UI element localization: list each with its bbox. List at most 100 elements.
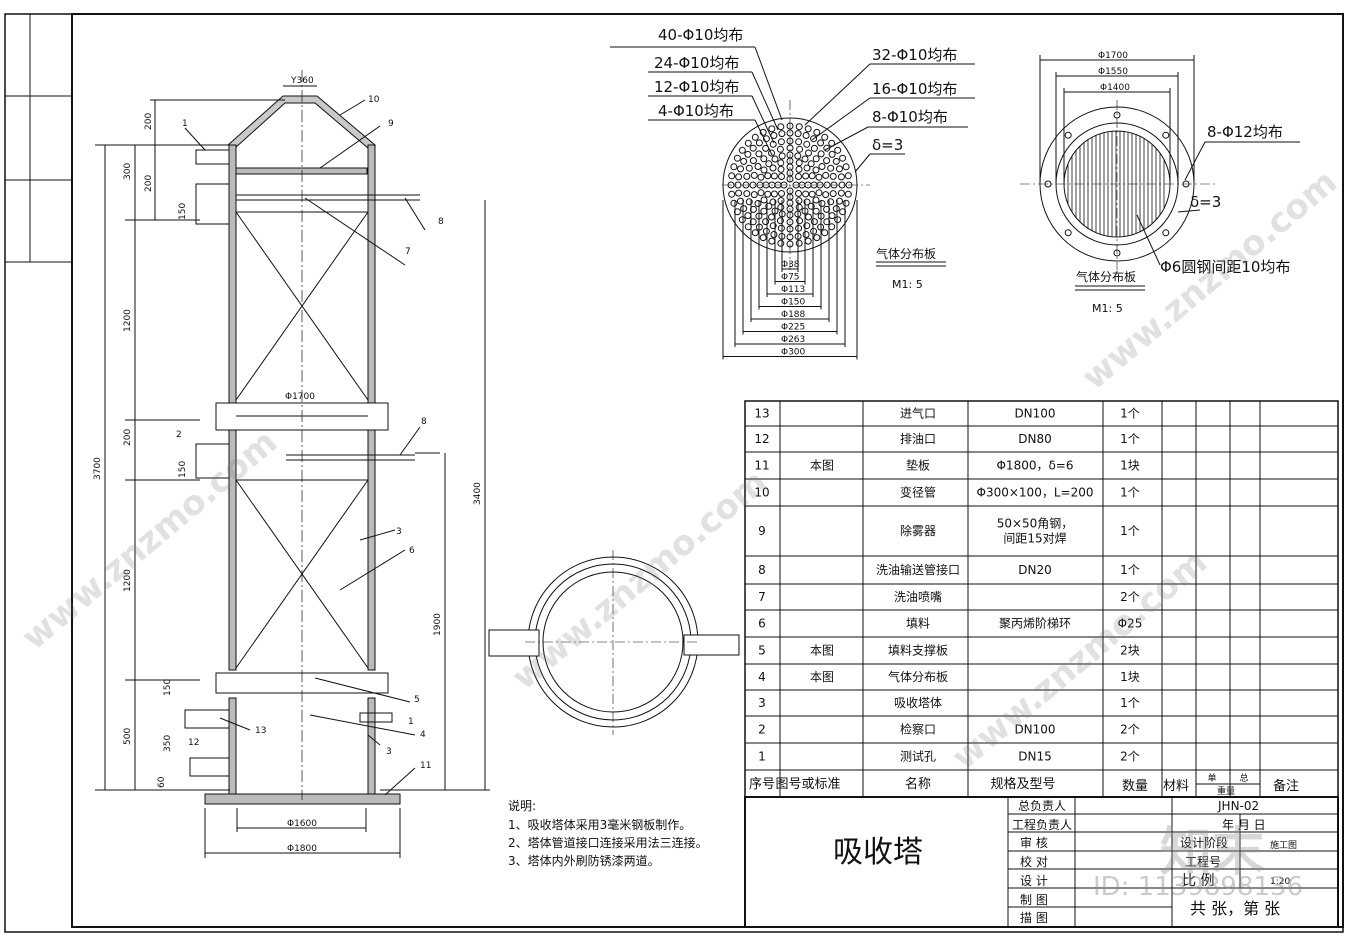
plate1-hole: [818, 200, 826, 207]
plate1-hole: [768, 237, 776, 245]
callout-2: 2: [176, 430, 182, 440]
nozzle-right-1: [359, 712, 393, 723]
plate1-hole: [845, 181, 853, 189]
bom-cell: 12: [754, 432, 769, 446]
plate2-thickness: δ=3: [1190, 193, 1221, 211]
plate1-hole: [777, 197, 785, 205]
drawing-number: JHN-02: [1217, 799, 1259, 813]
inner-frame: [71, 13, 1344, 928]
plate1-hole: [777, 138, 785, 146]
drawing-title: 吸收塔: [833, 835, 923, 870]
bom-cell: DN100: [1014, 723, 1055, 737]
plate1-hole: [733, 208, 741, 216]
dim-left-11: 500: [123, 728, 133, 745]
plate1-hole: [803, 164, 811, 172]
plate1-hole: [786, 211, 794, 219]
plate1-hole: [817, 150, 825, 158]
plate1-hole: [795, 190, 802, 197]
dim-total-left: 3700: [93, 457, 103, 480]
bom-cell: 3: [758, 696, 766, 710]
plate1-hole: [810, 135, 818, 143]
bom-header-cell: 重量: [1217, 785, 1235, 797]
plate1-dim-text: Φ113: [781, 285, 805, 295]
plate1-hole: [745, 198, 753, 206]
plate1-hole: [744, 223, 752, 231]
bom-cell: DN80: [1018, 432, 1052, 446]
bom-header-cell: 名称: [905, 776, 931, 792]
bom-cell: 聚丙烯阶梯环: [999, 617, 1071, 631]
tb-role-1: 总负责人: [1018, 799, 1066, 813]
dim-left-4: 150: [178, 203, 188, 220]
notes: 说明: 1、吸收塔体采用3毫米钢板制作。 2、塔体管道接口连接采用法三连接。 3…: [508, 798, 708, 868]
plate1-hole: [749, 205, 757, 213]
plate1-hole: [818, 163, 826, 170]
plate1-hole: [828, 212, 836, 220]
plate1-hole: [823, 157, 831, 165]
bom-cell: 7: [758, 590, 766, 604]
plate1-hole: [795, 173, 802, 180]
plate1-hole: [742, 181, 750, 189]
callout-8a: 8: [438, 217, 444, 227]
plate1-hole-40: 40-Φ10均布: [658, 26, 743, 44]
plate1-hole: [801, 155, 809, 163]
plate1-hole: [765, 202, 773, 210]
bom-header-cell: 单: [1207, 772, 1216, 784]
tb-scale-value: 1:20: [1270, 877, 1290, 887]
plate1-hole: [757, 173, 765, 181]
plate1-hole: [813, 234, 821, 242]
plate1-dim-text: Φ75: [781, 273, 800, 283]
plate1-hole: [802, 190, 810, 198]
bom-cell: 1个: [1120, 486, 1140, 500]
plate2-dim-1550: Φ1550: [1098, 67, 1128, 77]
plate1-dim-text: Φ38: [781, 260, 800, 270]
plate1-hole: [795, 239, 803, 247]
plate1-hole-12: 12-Φ10均布: [654, 78, 739, 96]
plate1-hole: [786, 144, 794, 152]
plate1-hole: [786, 225, 794, 233]
left-wall-low: [228, 697, 237, 795]
plate1-hole: [727, 181, 735, 189]
plate1-hole: [762, 135, 770, 143]
bom-cell: 1个: [1120, 407, 1140, 421]
dim-left-3: 200: [144, 175, 154, 192]
bom-cell: 填料: [906, 617, 930, 631]
plate1-hole: [777, 239, 785, 247]
plate1-hole-32: 32-Φ10均布: [872, 46, 957, 64]
dim-left-9: 150: [163, 679, 173, 696]
plate1-hole: [821, 229, 829, 237]
plate1-hole: [770, 190, 778, 198]
plate1-hole: [754, 163, 762, 170]
dim-left-5: 1200: [123, 309, 133, 332]
plate1-hole: [829, 172, 837, 180]
plate1-hole: [744, 150, 752, 158]
dim-left-12: 60: [157, 776, 167, 788]
plate1-hole: [759, 128, 767, 136]
bom-cell: 1块: [1120, 459, 1140, 473]
plate1-hole: [764, 190, 772, 198]
plate1-hole: [778, 173, 785, 180]
bom-cell: 排油口: [900, 432, 936, 446]
plate1-hole: [823, 205, 831, 213]
plate1-thickness: δ=3: [872, 136, 903, 154]
plate2-bars-label: Φ6圆钢间距10均布: [1160, 258, 1290, 276]
bom-cell: Φ300×100，L=200: [977, 486, 1094, 500]
plate1-hole: [803, 198, 811, 206]
plate1-hole: [795, 203, 803, 211]
bom-cell: 5: [758, 644, 766, 658]
plate1-hole: [762, 218, 770, 226]
dim-left-1: 200: [144, 113, 154, 130]
plate1-hole: [828, 150, 836, 158]
plate1-hole: [778, 152, 786, 160]
dim-left-2: 300: [123, 163, 133, 180]
plate1-hole: [834, 146, 842, 154]
callout-10: 10: [368, 95, 380, 105]
plate1-hole: [836, 165, 843, 173]
bom-cell: 本图: [810, 644, 834, 658]
plate1-hole-4: 4-Φ10均布: [658, 102, 734, 120]
plate1-hole: [839, 208, 847, 216]
plate1-hole: [837, 189, 845, 197]
plate1-hole: [796, 145, 804, 153]
plate1-hole: [795, 165, 803, 173]
plate1-dim-text: Φ150: [781, 298, 806, 308]
